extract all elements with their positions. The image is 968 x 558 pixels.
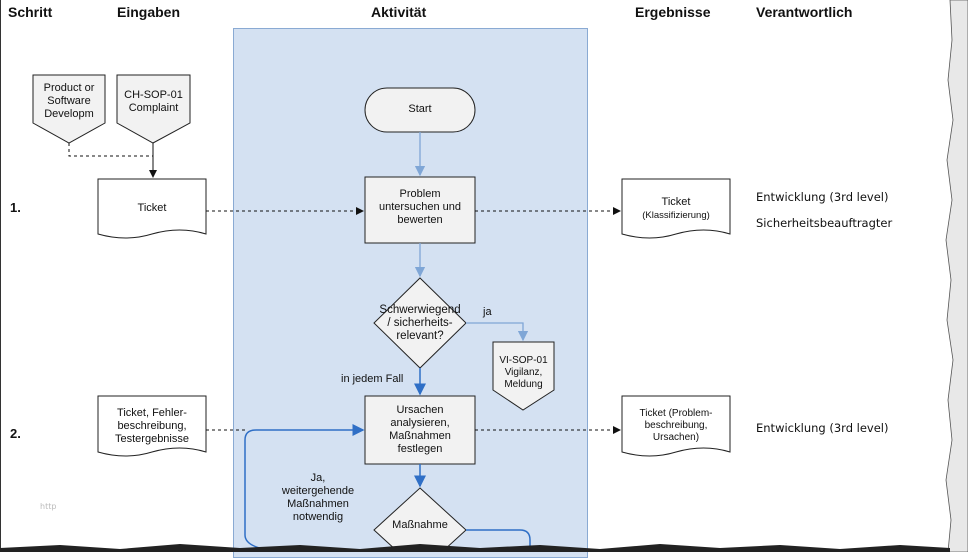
- vigilanz-line1: VI-SOP-01: [499, 355, 548, 366]
- input-doc-product-shape: [32, 74, 106, 144]
- responsible-step1-dev: Entwicklung (3rd level): [756, 190, 889, 204]
- problem-process: Problem untersuchen und bewerten: [365, 188, 475, 227]
- result-ticket-problem-shape: [621, 395, 731, 457]
- decision-measure-shape: [373, 487, 467, 552]
- result-ticket1-line1: Ticket: [661, 196, 691, 208]
- step-1-label: 1.: [10, 200, 21, 215]
- problem-line1: Problem: [399, 188, 441, 200]
- problem-process-shape: [364, 176, 476, 244]
- ticket-input-shape: [97, 178, 207, 239]
- result-ticket2-line3: Ursachen): [652, 432, 700, 443]
- yes-label: ja: [483, 306, 492, 318]
- input-doc-product: Product or Software Developm: [33, 82, 105, 121]
- input-doc-complaint-line2: Complaint: [128, 102, 179, 114]
- input-doc-product-line1: Product or: [43, 82, 95, 94]
- header-responsible: Verantwortlich: [756, 4, 853, 20]
- further-line1: Ja,: [310, 472, 326, 484]
- further-line4: notwendig: [292, 511, 344, 523]
- header-results: Ergebnisse: [635, 4, 711, 20]
- torn-edge-bottom: [0, 544, 950, 552]
- analyse-line4: festlegen: [397, 443, 443, 455]
- problem-line3: bewerten: [397, 214, 443, 226]
- further-line2: weitergehende: [281, 485, 355, 497]
- responsible-step1-safety: Sicherheitsbeauftragter: [756, 216, 893, 230]
- watermark: http: [40, 502, 57, 511]
- decision-severity-line1: Schwerwiegend: [379, 304, 461, 316]
- result-ticket-problem: Ticket (Problem- beschreibung, Ursachen): [622, 408, 730, 444]
- decision-severity-line3: relevant?: [396, 330, 444, 342]
- input-doc-complaint-shape: [116, 74, 191, 144]
- ticket-error-line3: Testergebnisse: [115, 433, 189, 445]
- start-label: Start: [408, 103, 432, 115]
- input-doc-product-line2: Software: [47, 95, 91, 107]
- arrow-decision-vigilanz: [466, 322, 529, 342]
- ticket-error-line2: beschreibung,: [117, 420, 187, 432]
- decision-measure-label: Maßnahme: [392, 519, 448, 531]
- ticket-input-label: Ticket: [137, 202, 167, 214]
- analyse-line2: analysieren,: [390, 417, 450, 429]
- result-ticket-classification-shape: [621, 178, 731, 239]
- decision-severity-line2: / sicherheits-: [387, 317, 453, 329]
- header-step: Schritt: [8, 4, 53, 20]
- result-ticket2-line2: beschreibung,: [644, 420, 708, 431]
- ticket-error-doc-shape: [97, 395, 207, 457]
- vigilanz-doc: VI-SOP-01 Vigilanz, Meldung: [493, 355, 554, 391]
- result-ticket1-line2: (Klassifizierung): [642, 210, 710, 221]
- analyse-process: Ursachen analysieren, Maßnahmen festlege…: [365, 404, 475, 456]
- analyse-line3: Maßnahmen: [389, 430, 451, 442]
- analyse-line1: Ursachen: [396, 404, 444, 416]
- vigilanz-doc-shape: [492, 341, 555, 411]
- vigilanz-line2: Vigilanz,: [504, 367, 543, 378]
- ticket-error-line1: Ticket, Fehler-: [117, 407, 187, 419]
- responsible-step2-dev: Entwicklung (3rd level): [756, 421, 889, 435]
- vigilanz-line3: Meldung: [504, 379, 543, 390]
- step-2-label: 2.: [10, 426, 21, 441]
- further-measures-label: Ja, weitergehende Maßnahmen notwendig: [268, 472, 368, 524]
- input-doc-complaint-line1: CH-SOP-01: [124, 89, 183, 101]
- decision-severity: Schwerwiegend / sicherheits- relevant?: [372, 304, 468, 343]
- merge-connector: [68, 143, 153, 157]
- further-line3: Maßnahmen: [287, 498, 349, 510]
- header-activity: Aktivität: [371, 4, 427, 20]
- ticket-error-doc: Ticket, Fehler- beschreibung, Testergebn…: [98, 407, 206, 446]
- always-label: in jedem Fall: [341, 373, 404, 385]
- result-ticket-classification: Ticket (Klassifizierung): [622, 196, 730, 222]
- result-ticket2-line1: Ticket (Problem-: [639, 408, 713, 419]
- arrow-decision2-right: [466, 529, 531, 552]
- input-doc-complaint: CH-SOP-01 Complaint: [117, 89, 190, 115]
- header-inputs: Eingaben: [117, 4, 181, 20]
- torn-edge-right: [945, 0, 968, 552]
- input-doc-product-line3: Developm: [44, 108, 94, 120]
- problem-line2: untersuchen und: [379, 201, 461, 213]
